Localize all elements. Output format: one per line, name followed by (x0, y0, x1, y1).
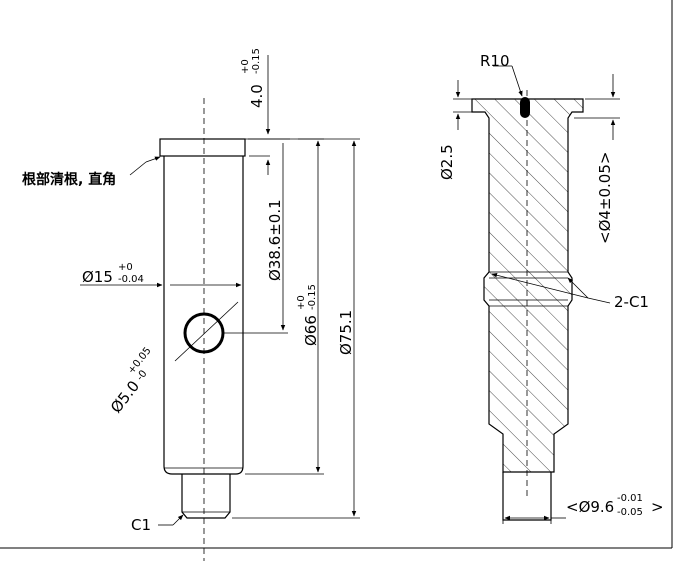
dim-body-length: Ø66 +0 -0.15 (296, 284, 320, 346)
dim-head-thickness: Ø2.5 (438, 144, 456, 180)
svg-text:+0: +0 (118, 262, 133, 273)
svg-text:+0: +0 (296, 295, 307, 310)
svg-text:-0.15: -0.15 (307, 284, 318, 310)
svg-text:-0.05: -0.05 (617, 507, 643, 518)
radius-label: R10 (480, 52, 510, 70)
left-pin-tip (181, 474, 231, 519)
right-pin-section (471, 98, 584, 473)
left-view (80, 55, 360, 561)
dim-head-height: <Ø4±0.05> (596, 152, 614, 244)
dim-hole-position: Ø38.6±0.1 (266, 199, 284, 281)
dim-tip-diameter: <Ø9.6 -0.01 -0.05 > (566, 493, 664, 518)
svg-text:-0.04: -0.04 (118, 274, 144, 285)
right-chamfer-label: 2-C1 (614, 293, 649, 311)
right-view (453, 65, 620, 524)
svg-text:4.0: 4.0 (248, 84, 266, 108)
svg-text:Ø15: Ø15 (82, 268, 113, 286)
dim-shaft-diameter: Ø15 +0 -0.04 (82, 262, 144, 286)
left-pin-head (159, 138, 246, 157)
svg-text:+0: +0 (240, 59, 251, 74)
svg-text:<Ø9.6: <Ø9.6 (566, 498, 614, 516)
svg-text:-0.15: -0.15 (251, 48, 262, 74)
svg-text:>: > (651, 498, 664, 516)
left-pin-body (163, 156, 244, 475)
svg-text:-0.01: -0.01 (617, 493, 643, 504)
svg-text:Ø5.0: Ø5.0 (107, 377, 143, 416)
dim-top-thickness: 4.0 +0 -0.15 (240, 48, 266, 108)
r10-pocket (520, 97, 530, 118)
svg-text:Ø66: Ø66 (302, 315, 320, 346)
dim-total-length: Ø75.1 (337, 310, 355, 355)
drawing-frame (0, 0, 673, 549)
root-note: 根部清根, 直角 (22, 171, 116, 188)
left-chamfer-label: C1 (131, 516, 151, 534)
dim-hole-diameter: Ø5.0 +0.05 -0 (107, 345, 154, 416)
